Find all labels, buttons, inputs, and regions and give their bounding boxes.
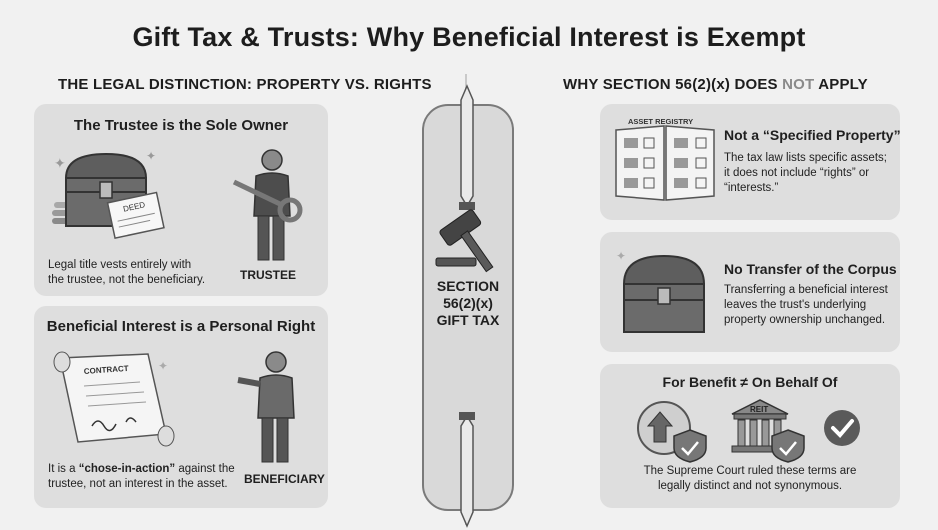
no-transfer-line2: leaves the trust's underlying xyxy=(724,299,867,311)
no-transfer-line1: Transferring a beneficial interest xyxy=(724,284,888,296)
svg-text:✦: ✦ xyxy=(616,249,626,263)
card-specified-title: Not a “Specified Property” xyxy=(724,127,901,143)
card-beneficial-title: Beneficial Interest is a Personal Right xyxy=(46,318,316,335)
card-no-transfer-text: Transferring a beneficial interest leaves… xyxy=(724,283,888,328)
card-benefit-text: The Supreme Court ruled these terms are l… xyxy=(600,464,900,494)
treasure-chest-icon: ✦ xyxy=(616,249,706,333)
center-line1: SECTION xyxy=(436,278,500,294)
left-section-heading: THE LEGAL DISTINCTION: PROPERTY VS. RIGH… xyxy=(58,76,432,93)
treasure-chest-deed-icon: DEED ✦ ✦ xyxy=(52,149,165,239)
beneficial-text-line2: trustee, not an interest in the asset. xyxy=(48,478,228,490)
card-specified-text: The tax law lists specific assets; it doe… xyxy=(724,151,887,196)
gavel-icon xyxy=(435,209,494,273)
center-line3: GIFT TAX xyxy=(436,312,500,328)
card-beneficial-text: It is a “chose-in-action” against the tru… xyxy=(48,462,235,492)
card-trustee-title: The Trustee is the Sole Owner xyxy=(73,117,289,134)
beneficial-text-post: against the xyxy=(175,463,235,475)
beneficial-text-pre: It is a xyxy=(48,463,79,475)
center-sword-blades xyxy=(459,84,475,528)
trustee-text-line2: the trustee, not the beneficiary. xyxy=(48,274,206,286)
beneficiary-caption: BENEFICIARY xyxy=(244,472,325,486)
svg-text:✦: ✦ xyxy=(158,359,168,373)
trustee-text-line1: Legal title vests entirely with xyxy=(48,259,192,271)
asset-registry-book-icon: ASSET REGISTRY xyxy=(615,117,715,201)
reit-label: REIT xyxy=(750,405,768,414)
specified-line2: it does not include “rights” or xyxy=(724,167,870,179)
svg-text:✦: ✦ xyxy=(54,155,66,171)
right-heading-part1: WHY SECTION 56(2)(x) DOES xyxy=(563,76,783,93)
card-benefit-title: For Benefit ≠ On Behalf Of xyxy=(662,374,838,390)
reit-building-icon: REIT xyxy=(731,399,805,463)
svg-text:✦: ✦ xyxy=(146,149,156,163)
divider-top xyxy=(465,74,467,96)
check-circle-icon xyxy=(824,410,860,446)
benefit-line1: The Supreme Court ruled these terms are xyxy=(643,465,857,477)
trustee-caption: TRUSTEE xyxy=(240,268,297,282)
beneficiary-person-icon xyxy=(237,351,295,463)
center-line2: 56(2)(x) xyxy=(443,295,493,311)
contract-scroll-icon: CONTRACT ✦ xyxy=(53,351,175,447)
growth-shield-icon xyxy=(637,401,707,463)
card-trustee-text: Legal title vests entirely with the trust… xyxy=(48,258,205,288)
right-heading-part2: APPLY xyxy=(814,76,868,93)
asset-registry-label: ASSET REGISTRY xyxy=(628,117,693,126)
page-title: Gift Tax & Trusts: Why Beneficial Intere… xyxy=(132,22,806,52)
beneficial-text-emph: “chose-in-action” xyxy=(78,463,176,475)
right-section-heading: WHY SECTION 56(2)(x) DOES NOT APPLY xyxy=(563,76,868,93)
specified-line3: “interests.” xyxy=(724,182,779,194)
benefit-line2: legally distinct and not synonymous. xyxy=(657,480,843,492)
no-transfer-line3: property ownership unchanged. xyxy=(724,314,886,326)
card-no-transfer-title: No Transfer of the Corpus xyxy=(724,261,897,277)
contract-label: CONTRACT xyxy=(84,364,130,376)
specified-line1: The tax law lists specific assets; xyxy=(724,152,887,164)
trustee-person-key-icon xyxy=(232,149,303,261)
right-heading-emphasis: NOT xyxy=(782,76,815,93)
